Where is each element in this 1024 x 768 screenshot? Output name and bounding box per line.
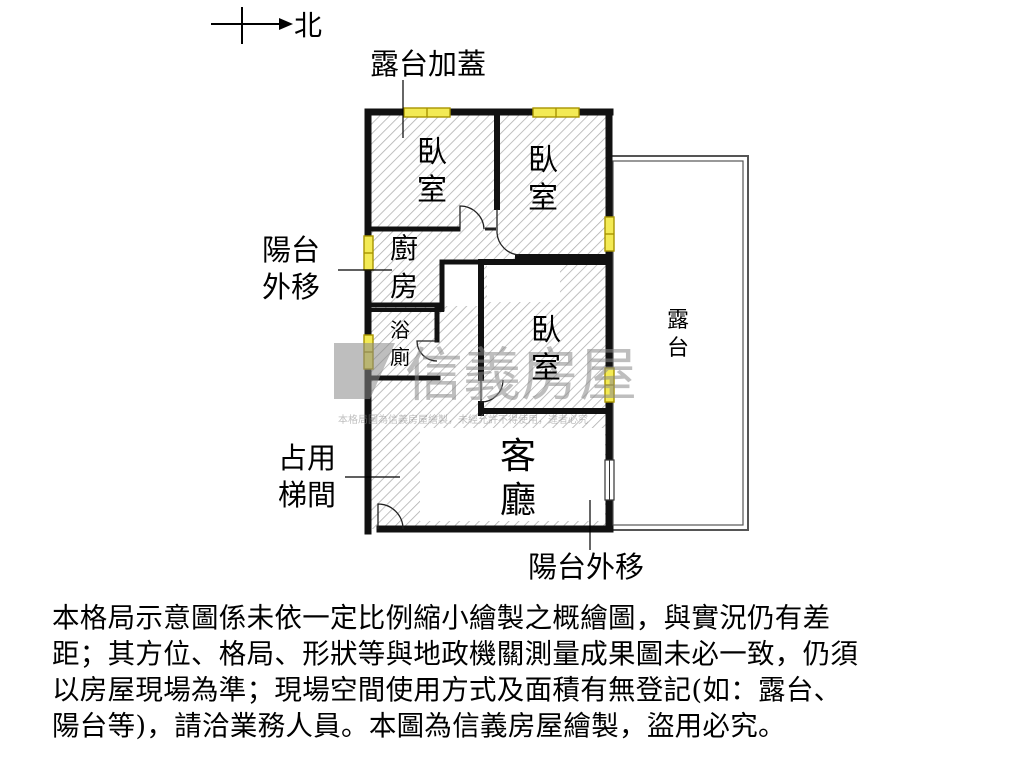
label-bedroom-top-left-2: 室 (417, 173, 447, 208)
sliding-door (604, 459, 615, 501)
label-stairwell-occupied-1: 占用 (278, 441, 336, 475)
watermark-brand: 信義房屋 (405, 341, 637, 409)
label-terrace-2: 台 (667, 336, 689, 361)
label-kitchen-2: 房 (390, 270, 418, 303)
watermark: 信義房屋 本格局圖為信義房屋繪製，未經允許不得使用，違者必究 (334, 341, 637, 426)
door-bedroom-top-left (459, 205, 485, 230)
room-labels: 臥 室 臥 室 臥 室 廚 房 浴 廁 客 廳 露 台 (390, 135, 689, 521)
disclaimer-line-3: 以房屋現場為準；現場空間使用方式及面積有無登記(如：露台、 (52, 674, 842, 706)
disclaimer: 本格局示意圖係未依一定比例縮小繪製之概繪圖，與實況仍有差 距；其方位、格局、形狀… (52, 600, 992, 744)
door-entrance (377, 503, 404, 530)
label-terrace-addition: 露台加蓋 (370, 47, 486, 81)
north-label: 北 (294, 9, 322, 42)
label-bedroom-top-right-2: 室 (528, 181, 558, 216)
label-balcony-moved-left-2: 外移 (262, 270, 320, 304)
label-kitchen-1: 廚 (390, 232, 418, 265)
disclaimer-line-1: 本格局示意圖係未依一定比例縮小繪製之概繪圖，與實況仍有差 (52, 602, 831, 634)
label-bedroom-top-left-1: 臥 (417, 135, 447, 170)
label-balcony-moved-bottom: 陽台外移 (528, 550, 644, 584)
north-arrow-icon (279, 18, 293, 30)
disclaimer-line-2: 距；其方位、格局、形狀等與地政機關測量成果圖未必一致，仍須 (52, 638, 859, 670)
label-bedroom-top-right-1: 臥 (528, 143, 558, 178)
label-bedroom-middle-1: 臥 (531, 313, 561, 348)
label-balcony-moved-left-1: 陽台 (262, 233, 320, 267)
compass: 北 (211, 7, 322, 44)
doors (377, 205, 520, 530)
disclaimer-line-4: 陽台等)，請洽業務人員。本圖為信義房屋繪製，盜用必究。 (52, 710, 786, 742)
label-stairwell-occupied-2: 梯間 (278, 478, 336, 512)
watermark-logo-icon (334, 343, 370, 399)
floor-plan: 北 (211, 7, 749, 584)
label-terrace-1: 露 (667, 308, 689, 333)
watermark-fine-print: 本格局圖為信義房屋繪製，未經允許不得使用，違者必究 (338, 413, 588, 426)
label-living-room-1: 客 (500, 436, 536, 477)
label-living-room-2: 廳 (500, 480, 536, 521)
label-bedroom-middle-2: 室 (531, 351, 561, 386)
callouts: 露台加蓋 陽台 外移 占用 梯間 陽台外移 (262, 47, 644, 584)
label-bathroom-1: 浴 (390, 318, 410, 342)
label-bathroom-2: 廁 (390, 345, 410, 369)
door-bedroom-middle (480, 379, 504, 403)
door-bathroom (416, 340, 438, 362)
door-bedroom-top-right (496, 209, 520, 256)
